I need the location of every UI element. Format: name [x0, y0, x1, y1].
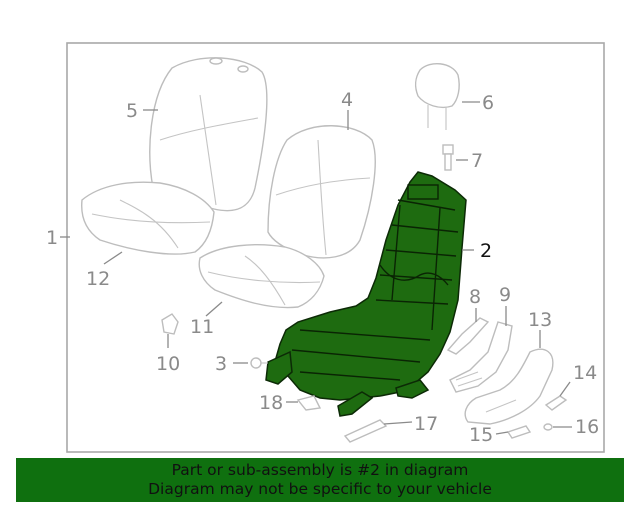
callout-18: 18 — [259, 392, 283, 414]
callout-10: 10 — [156, 353, 180, 375]
part-2-seat-frame[interactable] — [265, 171, 467, 417]
part-10-latch[interactable] — [161, 313, 179, 335]
callout-8: 8 — [469, 286, 481, 308]
callout-5: 5 — [126, 100, 138, 122]
banner-line-2: Diagram may not be specific to your vehi… — [148, 480, 492, 498]
part-13-side-cover[interactable] — [464, 348, 554, 425]
callout-7: 7 — [471, 150, 483, 172]
callout-17: 17 — [414, 413, 438, 435]
callout-13: 13 — [528, 309, 552, 331]
part-3-bolt[interactable] — [250, 357, 268, 369]
part-4-back-cover[interactable] — [267, 125, 376, 259]
callout-3: 3 — [215, 353, 227, 375]
diagram-frame — [66, 42, 605, 453]
part-7-guide[interactable] — [442, 144, 454, 171]
part-14-knob[interactable] — [544, 395, 568, 411]
part-18-bracket[interactable] — [296, 395, 322, 411]
part-8-shield[interactable] — [446, 317, 490, 355]
notice-banner: Part or sub-assembly is #2 in diagram Di… — [16, 458, 624, 502]
callout-11: 11 — [190, 316, 214, 338]
callout-16: 16 — [575, 416, 599, 438]
callout-1: 1 — [46, 227, 58, 249]
part-6-headrest[interactable] — [414, 63, 460, 130]
callout-4: 4 — [341, 89, 353, 111]
leader-lines — [60, 101, 572, 435]
part-9-shield[interactable] — [449, 321, 513, 393]
callout-9: 9 — [499, 284, 511, 306]
callout-12: 12 — [86, 268, 110, 290]
part-16-clip[interactable] — [543, 423, 553, 431]
callout-15: 15 — [469, 424, 493, 446]
part-5-back-cover[interactable] — [149, 57, 268, 212]
part-17-trim[interactable] — [343, 419, 388, 443]
part-11-cushion-cover[interactable] — [198, 244, 325, 309]
part-12-cushion-cover[interactable] — [81, 181, 215, 255]
callout-2[interactable]: 2 — [480, 240, 492, 262]
callout-14: 14 — [573, 362, 597, 384]
callout-6: 6 — [482, 92, 494, 114]
banner-line-1: Part or sub-assembly is #2 in diagram — [171, 461, 469, 479]
part-15-lever[interactable] — [506, 425, 532, 439]
